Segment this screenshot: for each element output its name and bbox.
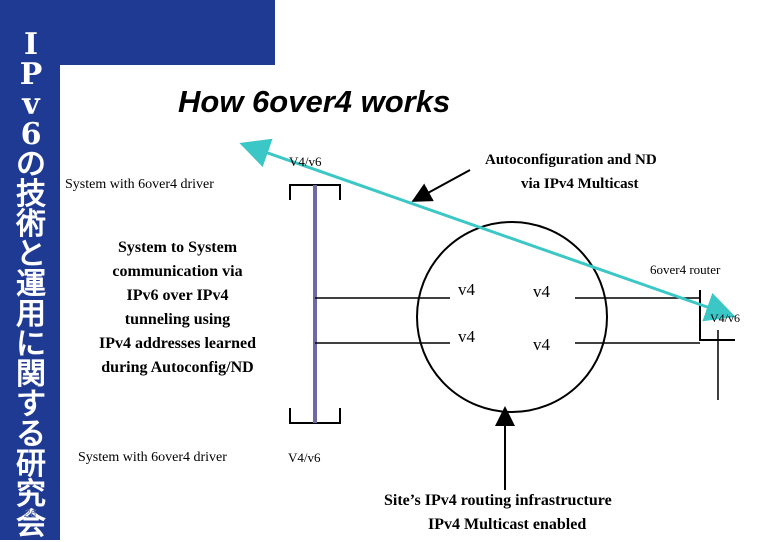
system-top-label: System with 6over4 driver — [65, 177, 214, 192]
comm-line1: System to System — [117, 239, 238, 256]
comm-line5: IPv4 addresses learned — [98, 335, 257, 352]
infra-line1: Site’s IPv4 routing infrastructure — [384, 492, 612, 509]
callout-arrow — [411, 169, 471, 202]
router-label: 6over4 router — [650, 262, 721, 277]
v4v6-top-label: V4/v6 — [289, 154, 322, 169]
v4-label-c: v4 — [458, 327, 475, 346]
v4v6-bottom-label: V4/v6 — [288, 450, 321, 465]
comm-line6: during Autoconfig/ND — [101, 359, 254, 376]
comm-line2: communication via — [112, 263, 243, 280]
comm-line3: IPv6 over IPv4 — [126, 287, 229, 304]
page-number: 26 — [24, 508, 37, 520]
infra-line2: IPv4 Multicast enabled — [428, 516, 587, 533]
header-band — [60, 0, 275, 65]
autoconfig-line2: via IPv4 Multicast — [521, 176, 639, 192]
v4-label-b: v4 — [533, 282, 550, 301]
v4-label-d: v4 — [533, 335, 550, 354]
v4v6-router-label: V4/v6 — [710, 311, 740, 325]
ipv4-network-circle — [416, 221, 608, 413]
comm-line4: tunneling using — [124, 311, 231, 328]
system-bottom-label: System with 6over4 driver — [78, 450, 227, 465]
communication-description: System to System communication via IPv6 … — [70, 236, 285, 380]
v4-label-a: v4 — [458, 280, 475, 299]
vertical-title: IPv6の技術と運用に関する研究会 — [16, 27, 46, 542]
sidebar-band — [0, 0, 60, 540]
autoconfig-line1: Autoconfiguration and ND — [485, 152, 657, 168]
autoconfig-arrow — [239, 138, 736, 322]
slide-title: How 6over4 works — [178, 84, 451, 119]
